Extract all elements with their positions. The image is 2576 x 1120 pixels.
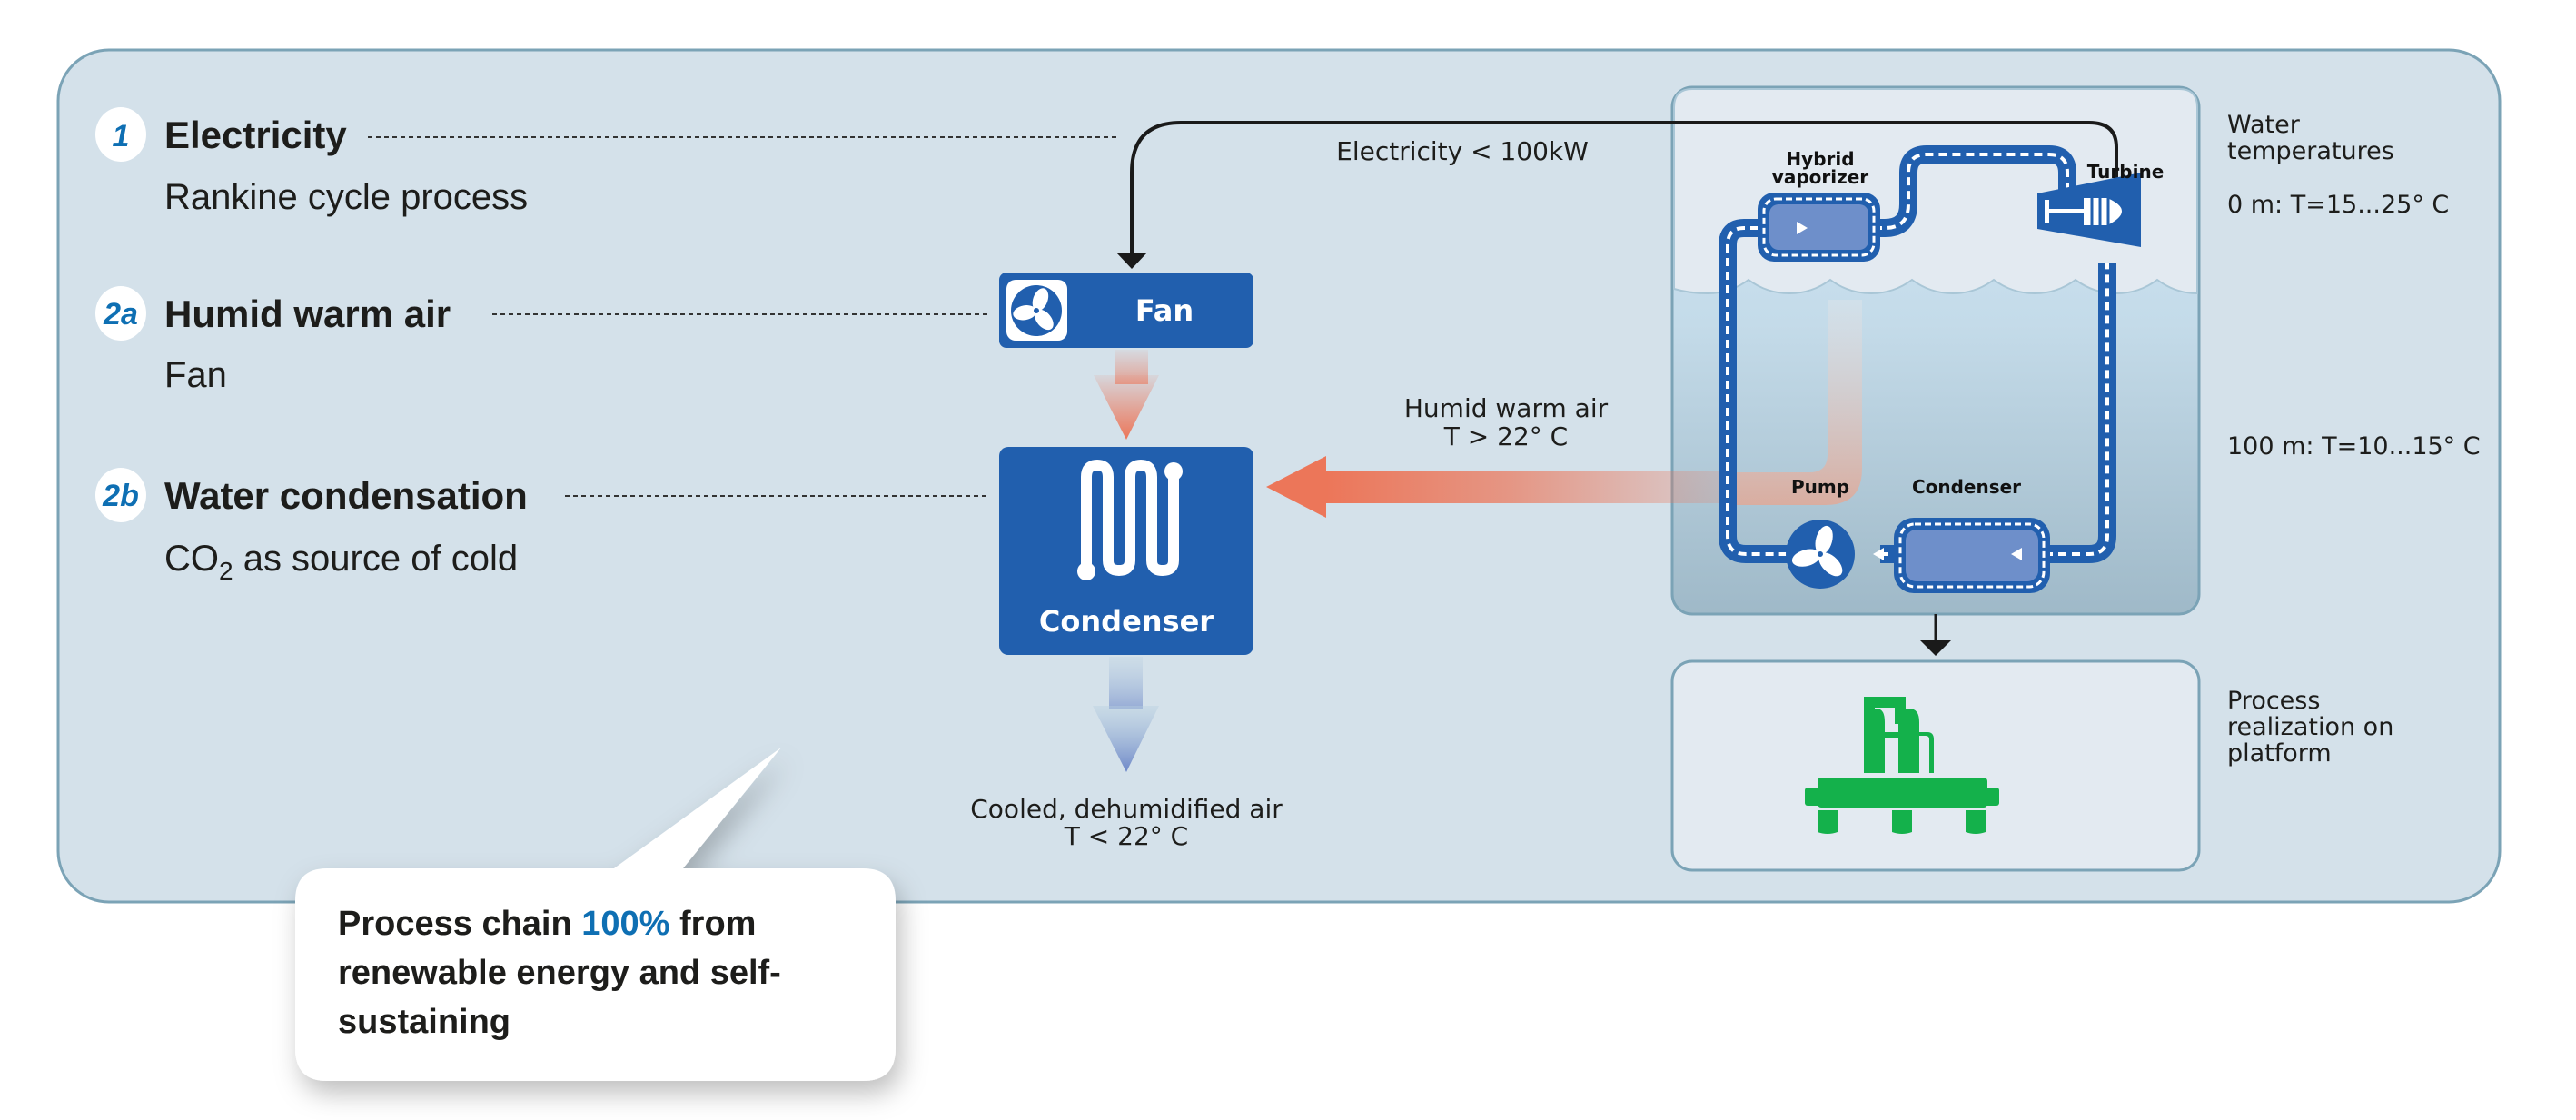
condenser-box-label: Condenser <box>1039 604 1214 639</box>
electricity-label: Electricity < 100kW <box>1336 136 1589 166</box>
electricity-line <box>1130 121 2118 253</box>
fan-box: Fan <box>999 273 1253 348</box>
callout-bubble <box>295 748 896 1081</box>
electricity-arrowhead <box>1116 253 1147 269</box>
callout-highlight: 100% <box>581 905 670 943</box>
step-2b: 2b Water condensation CO2 as source of c… <box>95 468 990 585</box>
step-badge-2b <box>95 468 146 522</box>
cooled-air-arrow <box>1093 657 1159 772</box>
cycle-pipe <box>1719 145 2116 563</box>
cycle-condenser <box>1894 518 2050 593</box>
platform-arrowhead <box>1920 640 1951 656</box>
step-badge-2a-label: 2a <box>103 297 138 332</box>
cooled-air-label-line2: T < 22° C <box>1064 821 1188 851</box>
pump-icon <box>1786 520 1855 589</box>
condenser-coil-icon <box>1081 459 1179 577</box>
fan-to-condenser-arrow <box>1094 350 1159 440</box>
humid-air-label-line1: Humid warm air <box>1404 393 1609 423</box>
turbine-icon <box>2037 173 2141 247</box>
water-temps-heading-line1: Water <box>2227 111 2301 139</box>
platform-panel <box>1670 659 2201 872</box>
platform-note-line1: Process <box>2227 687 2320 715</box>
callout-prefix: Process chain <box>338 905 582 943</box>
flow-arrow-into-pump <box>1873 548 1884 560</box>
turbine-label: Turbine <box>2087 161 2165 183</box>
fan-box-label: Fan <box>1135 293 1194 328</box>
platform-note-line3: platform <box>2227 739 2332 768</box>
humid-air-arrow <box>1266 456 1737 518</box>
platform-note-line2: realization on <box>2227 713 2393 741</box>
water-temps-heading-line2: temperatures <box>2227 137 2394 165</box>
hybrid-vaporizer <box>1758 193 1880 262</box>
step-1-title: Electricity <box>164 114 347 156</box>
step-2b-title: Water condensation <box>164 474 528 517</box>
step-1: 1 Electricity Rankine cycle process <box>95 107 1119 217</box>
condenser-box: Condenser <box>999 447 1253 655</box>
callout-suffix: from renewable energy and self-sustainin… <box>338 905 781 1041</box>
pump-label: Pump <box>1791 476 1849 498</box>
step-2a-title: Humid warm air <box>164 292 451 335</box>
hybrid-vaporizer-label-line2: vaporizer <box>1772 166 1869 188</box>
step-2b-subtitle: CO2 as source of cold <box>164 539 518 585</box>
surface-temperature: 0 m: T=15...25° C <box>2227 191 2449 219</box>
hybrid-vaporizer-label-line1: Hybrid <box>1786 148 1854 170</box>
depth-temperature: 100 m: T=10...15° C <box>2227 432 2481 461</box>
rankine-cycle: Hybrid vaporizer Turbine Pump <box>1719 145 2165 593</box>
callout-text: Process chain 100% from renewable energy… <box>338 899 874 1046</box>
step-1-subtitle: Rankine cycle process <box>164 177 528 217</box>
step-badge-1-label: 1 <box>113 119 130 154</box>
step-badge-2a <box>95 286 146 341</box>
cycle-condenser-label: Condenser <box>1912 476 2021 498</box>
step-badge-1 <box>95 107 146 162</box>
cooled-air-label-line1: Cooled, dehumidified air <box>970 794 1283 824</box>
step-badge-2b-label: 2b <box>102 479 139 513</box>
step-2a-subtitle: Fan <box>164 355 227 395</box>
humid-air-label-line2: T > 22° C <box>1443 421 1568 451</box>
fan-icon <box>1011 285 1062 336</box>
platform-icon <box>1805 697 1999 834</box>
step-2a: 2a Humid warm air Fan <box>95 286 990 395</box>
warm-air-duct <box>1726 300 1862 505</box>
